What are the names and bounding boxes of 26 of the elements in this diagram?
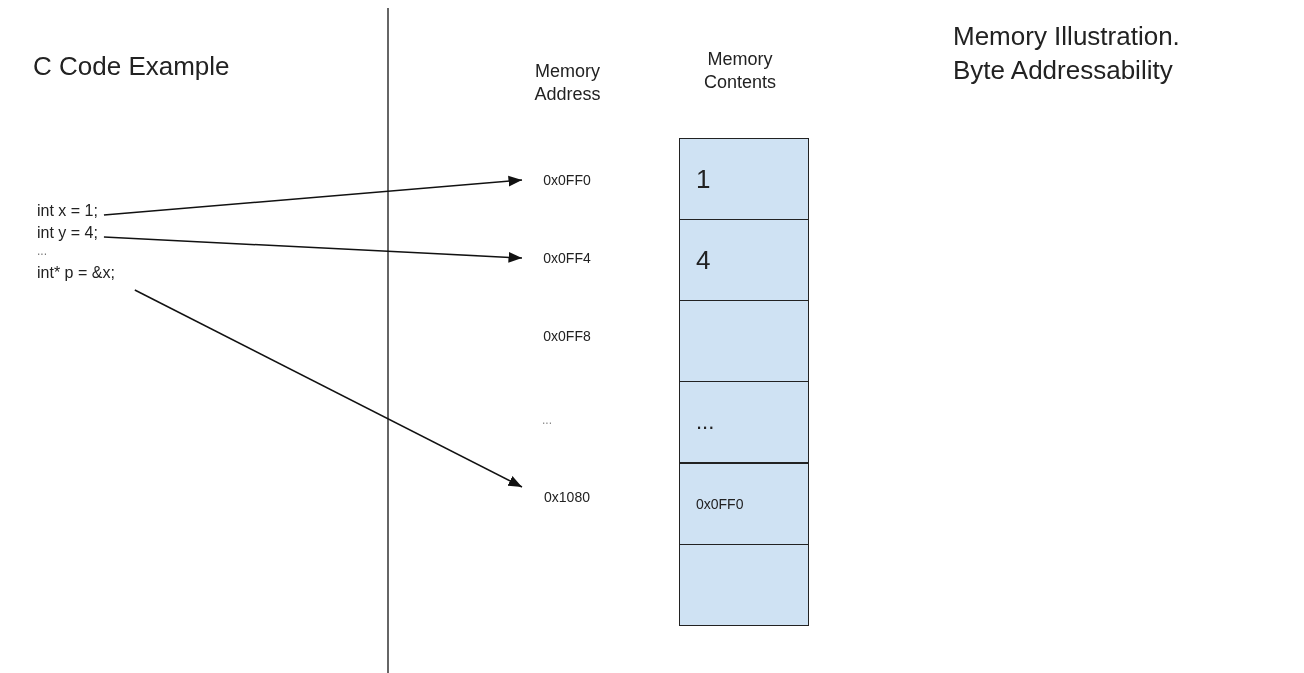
heading: Memory Illustration. Byte Addressability — [953, 20, 1181, 87]
address-ellipsis: ... — [541, 413, 553, 429]
memory-address: 0x0FF4 — [522, 248, 612, 268]
cell-value: 0x0FF0 — [696, 496, 744, 512]
empty-memory-cell — [679, 544, 809, 626]
arrow — [103, 236, 523, 263]
column-heading: Memory Contents — [702, 48, 777, 95]
memory-cell — [679, 219, 809, 301]
memory-address: 0x0FF0 — [522, 170, 612, 190]
cell-value: ... — [696, 409, 715, 435]
heading: C Code Example — [33, 50, 230, 83]
memory-address: 0x0FF8 — [542, 327, 592, 346]
cell-value: 1 — [696, 163, 711, 195]
code-line: int y = 4; — [37, 224, 98, 242]
column-heading: Memory Address — [533, 60, 602, 107]
arrow — [103, 175, 523, 216]
code-line: int x = 1; — [37, 202, 98, 220]
code-ellipsis: ... — [37, 244, 47, 260]
memory-cell — [679, 463, 809, 545]
cell-value: 4 — [696, 244, 711, 276]
empty-memory-cell — [679, 300, 809, 382]
memory-cell — [679, 138, 809, 220]
memory-address: 0x1080 — [522, 487, 612, 507]
arrow — [134, 289, 523, 488]
code-line: int* p = &x; — [37, 264, 115, 282]
memory-cell — [679, 381, 809, 463]
